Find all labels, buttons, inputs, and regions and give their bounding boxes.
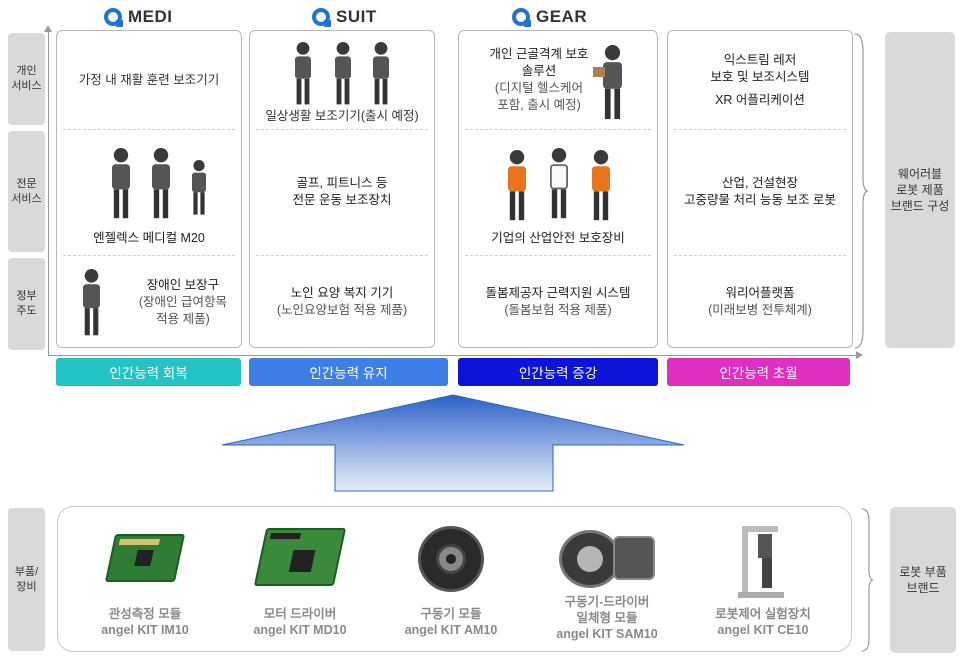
part-imu-module: 관성측정 모듈 angel KIT IM10 <box>70 506 220 652</box>
industrial-workers-figures <box>498 142 618 222</box>
cell-suit-professional: 골프, 피트니스 등 전문 운동 보조장치 <box>292 176 392 207</box>
horizontal-axis <box>48 355 858 356</box>
column-medi: 가정 내 재활 훈련 보조기기 엔젤렉스 메디컬 M20 장애인 보장구 (장애… <box>56 30 242 348</box>
brace-top <box>854 33 869 349</box>
row-label-parts: 부품/장비 <box>8 508 45 651</box>
brand-gear: GEAR <box>512 6 587 28</box>
bar-maintain: 인간능력 유지 <box>249 358 448 386</box>
cell-extreme-professional: 산업, 건설현장 고중량물 처리 능동 보조 로봇 <box>684 176 836 207</box>
actuator-module-icon <box>418 526 484 592</box>
brand-suit: SUIT <box>312 6 377 28</box>
cell-medi-government: 장애인 보장구 (장애인 급여항목 적용 제품) <box>57 255 241 349</box>
brand-name: SUIT <box>336 7 377 26</box>
imu-board-icon <box>104 534 186 582</box>
brand-medi: MEDI <box>104 6 173 28</box>
brace-bottom <box>861 508 874 652</box>
axis-arrow-right <box>856 351 863 359</box>
part-robot-control-testbed: 로봇제어 실험장치 angel KIT CE10 <box>688 506 838 652</box>
control-testbed-icon <box>738 522 788 600</box>
worker-carrying-box-figure <box>593 45 623 120</box>
brand-logo-icon <box>512 8 531 27</box>
motor-driver-board-icon <box>253 528 347 586</box>
brand-logo-icon <box>312 8 331 27</box>
cell-suit-government: 노인 요양 복지 기기 (노인요양보험 적용 제품) <box>276 286 408 317</box>
brand-name: MEDI <box>128 7 173 26</box>
cell-extreme-personal: 익스트림 레저 보호 및 보조시스템 XR 어플리케이션 <box>710 52 810 107</box>
bar-transcend: 인간능력 초월 <box>667 358 850 386</box>
cell-gear-personal: 개인 근골격계 보호 솔루션 (디지털 헬스케어 포함, 출시 예정) <box>459 31 657 129</box>
cell-medi-personal: 가정 내 재활 훈련 보조기기 <box>78 72 220 87</box>
exoskeleton-user-figure <box>83 269 103 336</box>
daily-assist-figures <box>287 40 397 105</box>
part-integrated-actuator-driver: 구동기-드라이버 일체형 모듈 angel KIT SAM10 <box>532 506 682 652</box>
integrated-module-icon <box>559 530 655 588</box>
rehab-exoskeleton-figures <box>84 140 214 220</box>
cell-medi-professional: 엔젤렉스 메디컬 M20 <box>57 129 241 255</box>
brand-logo-icon <box>104 8 123 27</box>
cell-gear-professional: 기업의 산업안전 보호장비 <box>459 129 657 255</box>
up-arrow <box>221 394 685 492</box>
axis-arrow-up <box>44 25 52 32</box>
part-actuator-module: 구동기 모듈 angel KIT AM10 <box>376 506 526 652</box>
column-suit: 일상생활 보조기기(출시 예정) 골프, 피트니스 등 전문 운동 보조장치 노… <box>249 30 435 348</box>
column-gear: 개인 근골격계 보호 솔루션 (디지털 헬스케어 포함, 출시 예정) 기업의 … <box>458 30 658 348</box>
brand-name: GEAR <box>536 7 588 26</box>
bar-augment: 인간능력 증강 <box>458 358 658 386</box>
part-motor-driver: 모터 드라이버 angel KIT MD10 <box>225 506 375 652</box>
cell-gear-government: 돌봄제공자 근력지원 시스템 (돌봄보험 적용 제품) <box>485 286 631 317</box>
column-extreme: 익스트림 레저 보호 및 보조시스템 XR 어플리케이션 산업, 건설현장 고중… <box>667 30 853 348</box>
parts-panel <box>57 506 852 652</box>
cell-suit-personal: 일상생활 보조기기(출시 예정) <box>250 31 434 129</box>
cell-extreme-government: 워리어플랫폼 (미래보병 전투체계) <box>708 286 812 317</box>
bar-recover: 인간능력 회복 <box>56 358 241 386</box>
vertical-axis <box>48 30 49 355</box>
